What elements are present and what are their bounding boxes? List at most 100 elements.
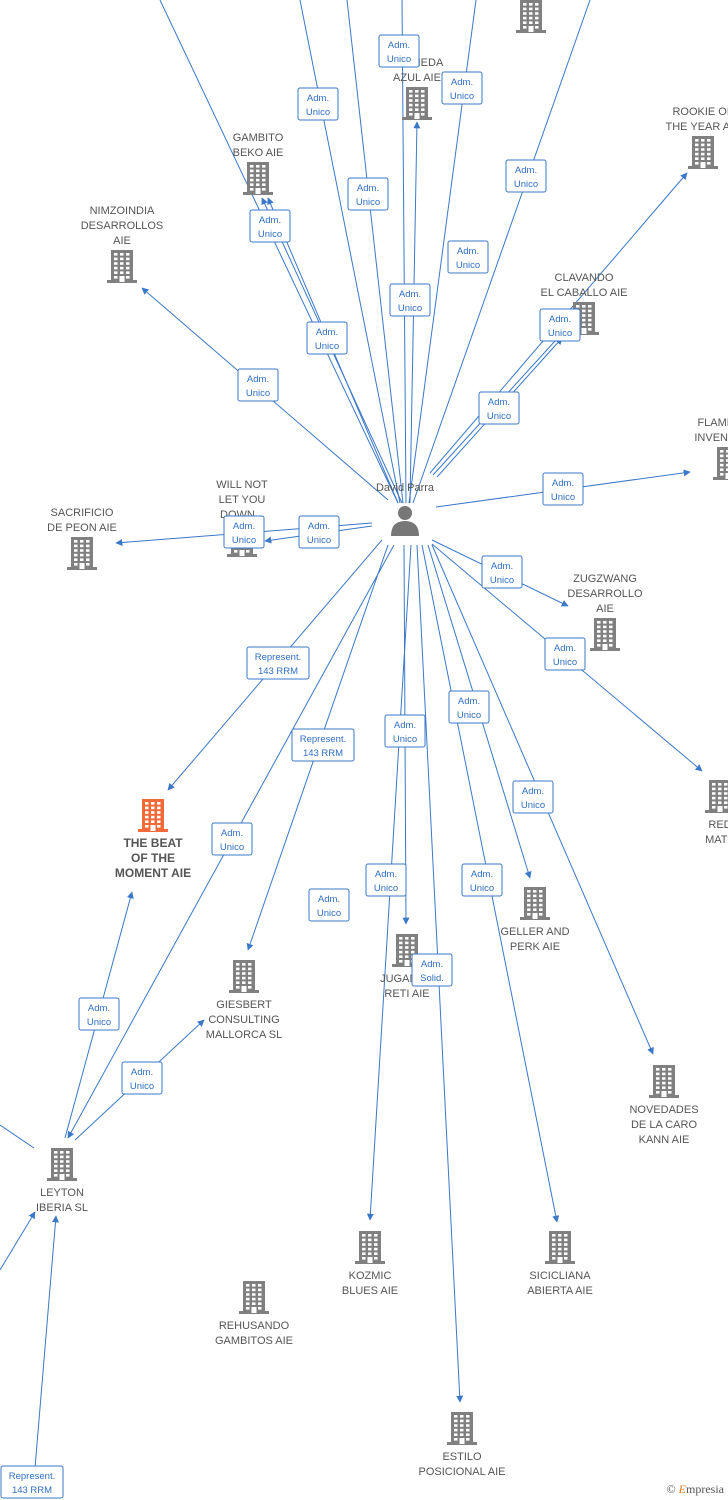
building-icon [239, 1281, 269, 1314]
company-name-line: BLUES AIE [342, 1285, 398, 1297]
brand-initial: E [678, 1482, 686, 1496]
relationship-tag-text: Adm. [316, 327, 338, 338]
relationship-tag-text: Unico [457, 710, 481, 721]
company-node[interactable]: REDMATE [705, 780, 728, 846]
relationship-tag[interactable]: Represent.143 RRM [0, 1465, 64, 1499]
relationship-tag[interactable]: Adm.Unico [481, 555, 523, 589]
relationship-tag-text: Unico [306, 107, 330, 118]
relationship-edge [412, 0, 591, 504]
relationship-tag-text: Unico [220, 842, 244, 853]
company-name-line: WILL NOT [216, 479, 268, 491]
relationship-tag[interactable]: Adm.Unico [297, 87, 339, 121]
relationship-tag[interactable]: Adm.Unico [389, 283, 431, 317]
relationship-tag-text: Unico [490, 575, 514, 586]
building-icon [138, 799, 168, 832]
relationship-tag-text: Adm. [357, 183, 379, 194]
relationship-tag-text: Unico [553, 657, 577, 668]
company-name-line: CONSULTING [208, 1014, 279, 1026]
company-name-line: SACRIFICIO [51, 507, 114, 519]
relationship-tag-text: Unico [246, 388, 270, 399]
company-name-line: MALLORCA SL [206, 1029, 282, 1041]
company-node[interactable]: LEYTON IBERIA SL [36, 1148, 88, 1214]
relationship-tag-text: Adm. [522, 786, 544, 797]
person-node[interactable]: David Parra [376, 482, 435, 536]
relationship-tag-text: Adm. [488, 397, 510, 408]
relationship-tag[interactable]: Adm.Unico [298, 515, 340, 549]
relationship-tag[interactable]: Adm. Unico [347, 177, 389, 211]
relationship-tag[interactable]: Adm.Unico [249, 209, 291, 243]
company-name-line: REHUSANDO [219, 1320, 290, 1332]
relationship-tag[interactable]: Adm.Unico [223, 515, 265, 549]
relationship-tag-text: Adm. [375, 869, 397, 880]
relationship-tag[interactable]: Adm.Unico [505, 159, 547, 193]
relationship-tag[interactable]: Adm.Unico [441, 71, 483, 105]
company-node[interactable]: REHUSANDO GAMBITOS AIE [215, 1281, 293, 1347]
relationship-tag[interactable]: Adm.Unico [121, 1061, 163, 1095]
relationship-edge [34, 1215, 59, 1469]
relationship-tag[interactable]: Adm.Unico [461, 863, 503, 897]
relationship-tag[interactable]: Adm.Unico [306, 321, 348, 355]
relationship-tag-text: Adm. [233, 521, 255, 532]
relationship-tag-text: Solid. [420, 973, 444, 984]
building-icon [229, 960, 259, 993]
relationship-tag-text: Unico [470, 883, 494, 894]
relationship-tag[interactable]: Adm.Unico [308, 888, 350, 922]
company-name-line: GAMBITO [233, 132, 284, 144]
company-name-line: SICICLIANA [529, 1270, 591, 1282]
relationship-tag-text: Adm. [259, 215, 281, 226]
person-icon [391, 506, 419, 536]
relationship-tag[interactable]: Adm.Unico [384, 714, 426, 748]
relationship-tag[interactable]: Adm.Unico [512, 780, 554, 814]
relationship-tag[interactable]: Adm.Unico [478, 391, 520, 425]
company-name-line: IBERIA SL [36, 1202, 88, 1214]
relationship-tag-text: 143 RRM [12, 1485, 52, 1496]
company-name-line: LEYTON [40, 1187, 84, 1199]
building-icon [243, 162, 273, 195]
building-icon [47, 1148, 77, 1181]
company-name-line: OF THE [131, 851, 175, 865]
relationship-tag-text: Adm. [515, 165, 537, 176]
company-name-line: CLAVANDO [555, 272, 614, 284]
tags-layer: Adm.UnicoAdm.UnicoAdm.UnicoAdm.UnicoAdm.… [0, 34, 586, 1499]
relationship-tag[interactable]: Adm.Unico [211, 822, 253, 856]
company-name-line: EL CABALLO AIE [540, 287, 627, 299]
relationship-tag[interactable]: Adm.Unico [542, 472, 584, 506]
relationship-tag-text: Unico [356, 197, 380, 208]
relationship-tag-text: Unico [456, 260, 480, 271]
relationship-tag[interactable]: Adm.Unico [544, 637, 586, 671]
relationship-tag[interactable]: Adm.Unico [448, 690, 490, 724]
relationship-tag[interactable]: Adm.Solid. [411, 953, 453, 987]
relationship-tag[interactable]: Represent.143 RRM [246, 646, 310, 680]
company-name-line: GAMBITOS AIE [215, 1335, 293, 1347]
company-name-line: POSICIONAL AIE [418, 1466, 505, 1478]
relationship-edge [346, 0, 404, 504]
relationship-tag-text: Adm. [457, 246, 479, 257]
company-name-line: THE YEAR AIE [666, 121, 728, 133]
relationship-tag[interactable]: Adm.Unico [539, 308, 581, 342]
relationship-tag[interactable]: Adm. Unico [447, 240, 489, 274]
relationship-tag[interactable]: Adm.Unico [237, 368, 279, 402]
building-icon [649, 1065, 679, 1098]
relationship-tag[interactable]: Adm.Unico [378, 34, 420, 68]
relationship-tag[interactable]: Adm.Unico [78, 997, 120, 1031]
relationship-tag[interactable]: Adm.Unico [365, 863, 407, 897]
relationship-tag[interactable]: Represent.143 RRM [291, 728, 355, 762]
company-node[interactable]: FLAMENCOINVENTIONS [694, 417, 728, 480]
relationship-tag-text: Unico [87, 1017, 111, 1028]
relationship-tag-text: Adm. [308, 521, 330, 532]
company-name-line: NIMZOINDIA [90, 205, 155, 217]
company-node[interactable] [516, 0, 546, 33]
